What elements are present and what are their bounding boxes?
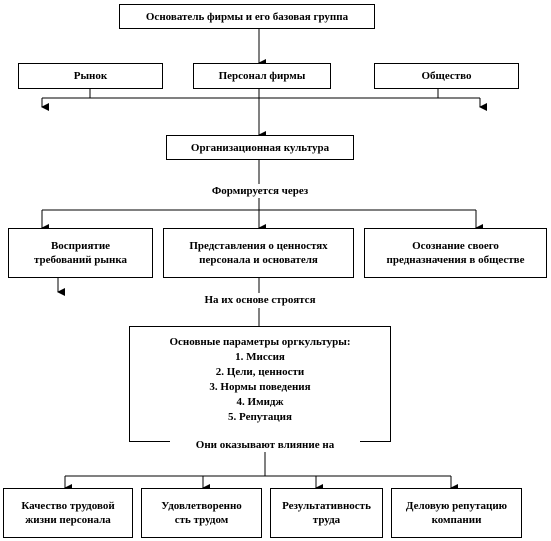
values-box: Представления о ценностях персонала и ос… [163, 228, 354, 278]
params-item-norms: 3. Нормы поведения [209, 381, 311, 393]
market-box: Рынок [18, 63, 163, 89]
purpose-line2: предназначения в обществе [386, 254, 525, 266]
params-box: Основные параметры оргкультуры: 1. Мисси… [129, 326, 391, 442]
satisfaction-line1: Удовлетворенно [161, 500, 242, 512]
results-box: Результативность труда [270, 488, 383, 538]
quality-line2: жизни персонала [25, 514, 111, 526]
founder-box: Основатель фирмы и его базовая группа [119, 4, 375, 29]
params-item-reputation: 5. Репутация [228, 411, 292, 423]
reputation-line2: компании [431, 514, 482, 526]
society-box: Общество [374, 63, 519, 89]
staff-label: Персонал фирмы [218, 70, 306, 82]
quality-line1: Качество трудовой [21, 500, 115, 512]
influence-label: Они оказывают влияние на [170, 438, 360, 452]
reputation-box: Деловую репутацию компании [391, 488, 522, 538]
params-item-mission: 1. Миссия [235, 351, 285, 363]
built-on-label: На их основе строятся [204, 294, 316, 306]
purpose-line1: Осознание своего [412, 240, 499, 252]
params-item-image: 4. Имидж [236, 396, 284, 408]
reputation-line1: Деловую репутацию [405, 500, 508, 512]
formed-through-label: Формируется через [211, 185, 309, 197]
quality-box: Качество трудовой жизни персонала [3, 488, 133, 538]
perception-box: Восприятие требований рынка [8, 228, 153, 278]
satisfaction-line2: сть трудом [174, 514, 229, 526]
params-title: Основные параметры оргкультуры: [169, 336, 351, 348]
params-item-goals: 2. Цели, ценности [215, 366, 305, 378]
culture-box: Организационная культура [166, 135, 354, 160]
culture-label: Организационная культура [190, 141, 330, 154]
perception-line2: требований рынка [33, 254, 128, 266]
results-line2: труда [312, 514, 341, 526]
satisfaction-box: Удовлетворенно сть трудом [141, 488, 262, 538]
purpose-box: Осознание своего предназначения в общест… [364, 228, 547, 278]
perception-line1: Восприятие [50, 240, 111, 252]
staff-box: Персонал фирмы [193, 63, 331, 89]
founder-label: Основатель фирмы и его базовая группа [145, 10, 349, 23]
results-line1: Результативность [282, 500, 371, 512]
values-line1: Представления о ценностях [189, 240, 328, 252]
values-line2: персонала и основателя [199, 254, 318, 266]
society-label: Общество [421, 70, 472, 82]
market-label: Рынок [73, 70, 108, 82]
